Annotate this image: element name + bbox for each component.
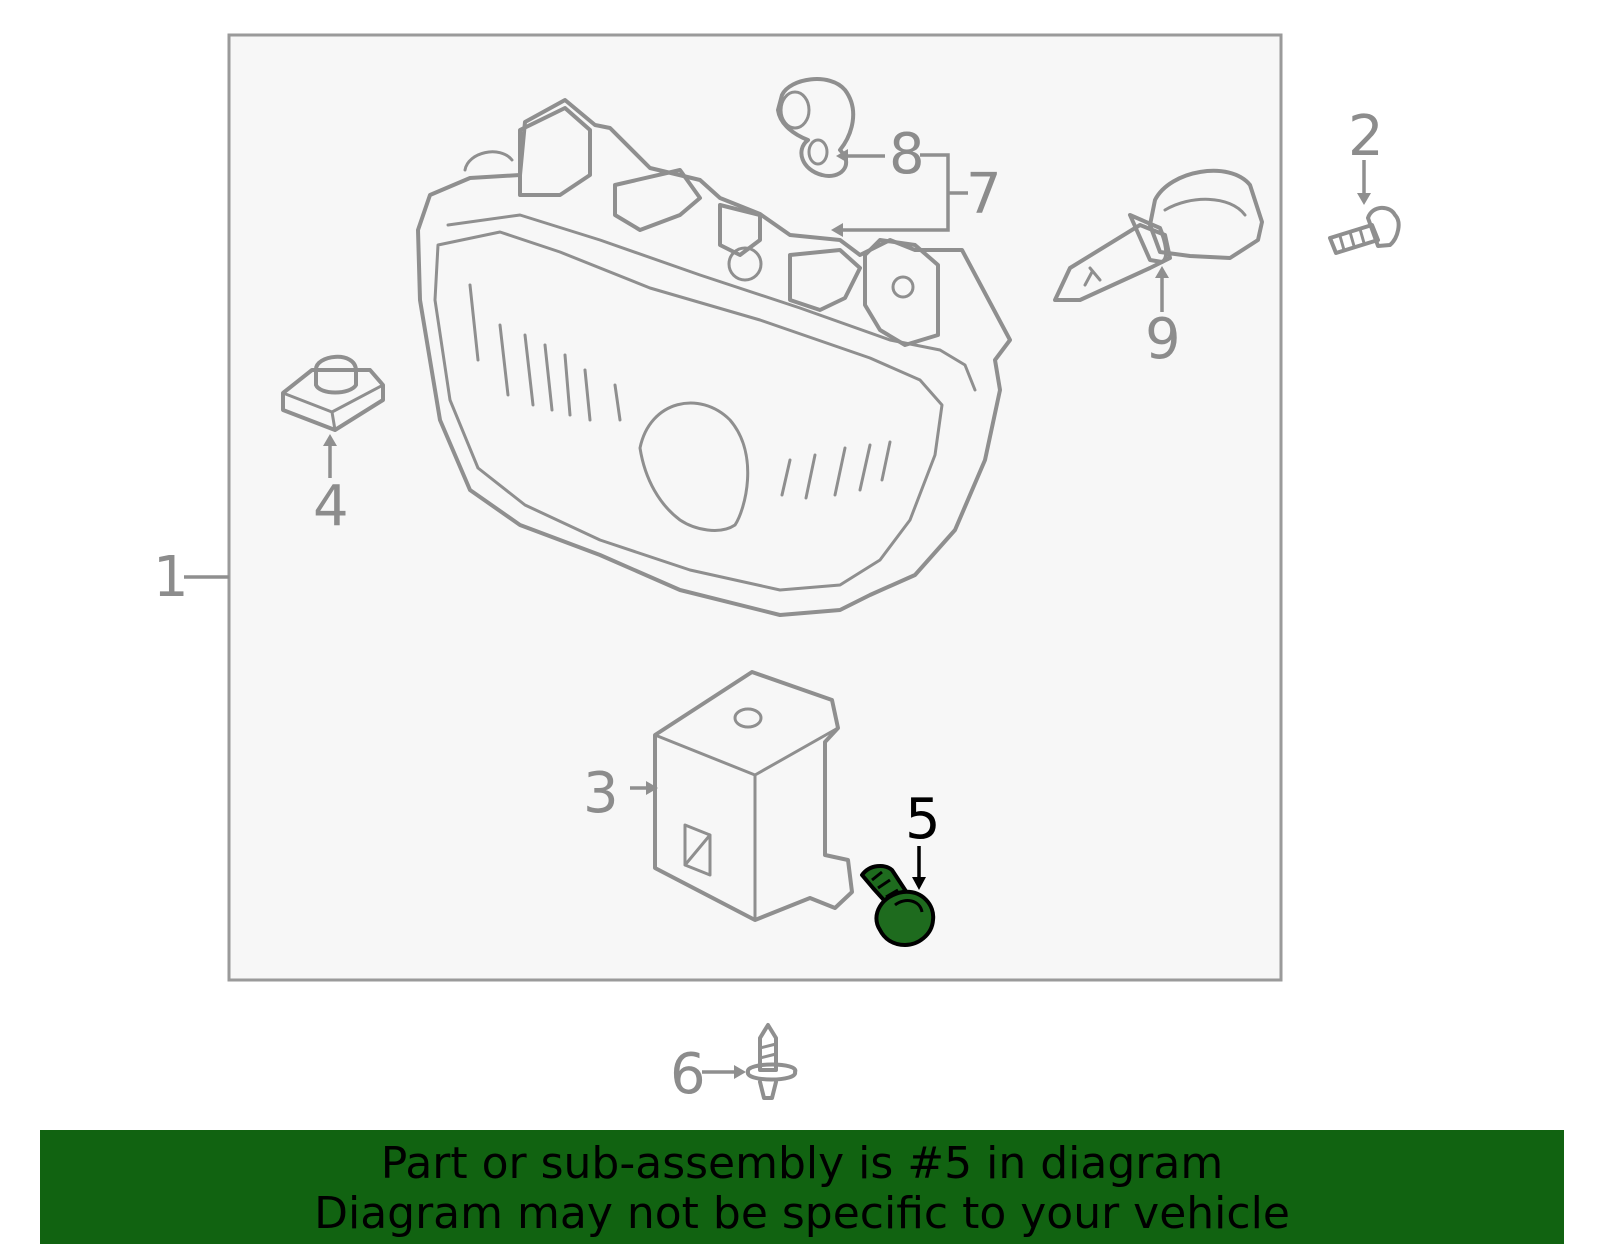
callout-6: 6 bbox=[670, 1042, 706, 1107]
callout-2: 2 bbox=[1348, 104, 1384, 169]
headlamp-assembly-icon bbox=[416, 98, 1012, 617]
banner-line-disclaimer: Diagram may not be specific to your vehi… bbox=[314, 1188, 1290, 1239]
arrow-2 bbox=[1357, 193, 1371, 205]
callout-7: 7 bbox=[966, 162, 1002, 227]
highlighted-bolt-icon bbox=[860, 864, 936, 948]
arrow-7 bbox=[831, 223, 843, 237]
callout-8: 8 bbox=[889, 122, 925, 187]
callout-5: 5 bbox=[905, 787, 941, 852]
mounting-bracket-icon bbox=[653, 670, 854, 922]
arrow-9 bbox=[1155, 266, 1169, 278]
info-banner: Part or sub-assembly is #5 in diagram Di… bbox=[40, 1130, 1564, 1244]
banner-line-part: Part or sub-assembly is #5 in diagram bbox=[380, 1138, 1224, 1189]
callout-3: 3 bbox=[583, 761, 619, 826]
push-clip-icon bbox=[746, 1023, 797, 1100]
callout-9: 9 bbox=[1145, 307, 1181, 372]
callout-4: 4 bbox=[313, 474, 349, 539]
arrow-8 bbox=[836, 149, 848, 163]
arrow-4 bbox=[323, 434, 337, 446]
arrow-6 bbox=[734, 1065, 746, 1079]
headlight-bulb-icon bbox=[1053, 168, 1264, 302]
arrow-3 bbox=[646, 781, 658, 795]
arrow-5 bbox=[912, 877, 926, 890]
clip-nut-icon bbox=[281, 354, 385, 432]
bulb-socket-icon bbox=[776, 77, 856, 178]
screw-icon bbox=[1328, 205, 1401, 255]
callout-1: 1 bbox=[153, 545, 189, 610]
